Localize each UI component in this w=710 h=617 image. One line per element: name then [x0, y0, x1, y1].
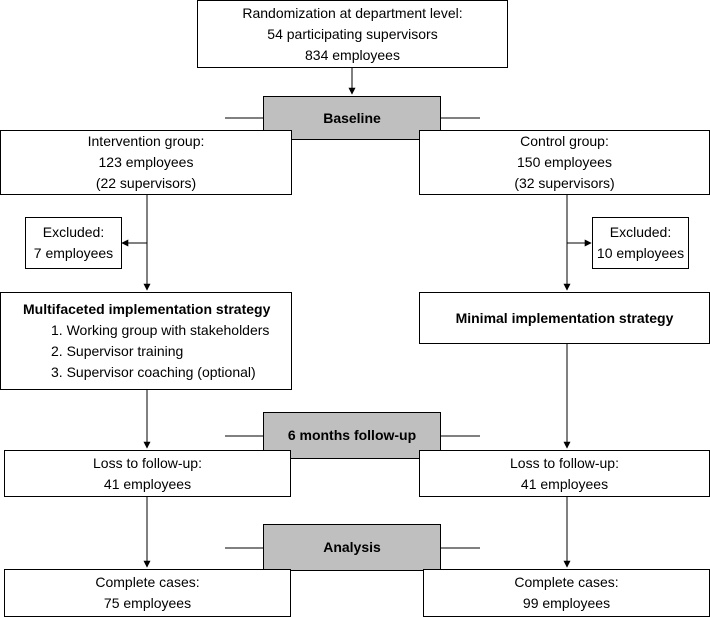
control-group-line: Control group: [520, 133, 609, 149]
intervention-excluded-box: Excluded: 7 employees [25, 217, 122, 269]
strategy-title: Minimal implementation strategy [455, 309, 674, 326]
randomization-line: 54 participating supervisors [267, 25, 438, 42]
strategy-item: 1. Working group with stakeholders [51, 322, 270, 338]
stage-label: Analysis [323, 539, 381, 555]
loss-line: Loss to follow-up: [510, 454, 619, 471]
excluded-line: Excluded: [609, 224, 672, 240]
stage-label: 6 months follow-up [287, 427, 417, 443]
randomization-line: 834 employees [305, 46, 400, 63]
intervention-complete-box: Complete cases: 75 employees [4, 569, 291, 617]
complete-line: Complete cases: [514, 574, 619, 590]
strategy-item: 2. Supervisor training [51, 343, 184, 359]
excluded-line: 10 employees [596, 245, 685, 261]
control-loss-box: Loss to follow-up: 41 employees [419, 450, 710, 497]
stage-baseline: Baseline [263, 96, 441, 140]
control-complete-box: Complete cases: 99 employees [423, 569, 710, 617]
excluded-line: 7 employees [33, 245, 114, 261]
randomization-box: Randomization at department level: 54 pa… [197, 0, 508, 68]
complete-line: 99 employees [522, 595, 611, 611]
intervention-group-line: 123 employees [98, 154, 194, 170]
stage-label: Baseline [323, 109, 381, 126]
control-strategy-box: Minimal implementation strategy [419, 292, 710, 344]
control-excluded-box: Excluded: 10 employees [592, 217, 689, 269]
loss-line: 41 employees [520, 475, 609, 492]
intervention-group-box: Intervention group: 123 employees (22 su… [0, 130, 292, 195]
intervention-group-line: Intervention group: [87, 133, 205, 149]
excluded-line: Excluded: [42, 224, 105, 240]
strategy-title: Multifaceted implementation strategy [23, 301, 271, 317]
strategy-item: 3. Supervisor coaching (optional) [51, 364, 256, 380]
loss-line: Loss to follow-up: [93, 454, 202, 471]
intervention-group-line: (22 supervisors) [95, 175, 197, 191]
stage-analysis: Analysis [263, 524, 441, 571]
intervention-loss-box: Loss to follow-up: 41 employees [4, 450, 291, 497]
stage-followup: 6 months follow-up [263, 412, 441, 459]
complete-line: 75 employees [103, 595, 192, 611]
control-group-line: (32 supervisors) [514, 175, 615, 191]
complete-line: Complete cases: [95, 574, 200, 590]
randomization-line: Randomization at department level: [242, 4, 463, 21]
loss-line: 41 employees [103, 475, 192, 492]
intervention-strategy-box: Multifaceted implementation strategy 1. … [0, 292, 292, 390]
control-group-line: 150 employees [517, 154, 612, 170]
control-group-box: Control group: 150 employees (32 supervi… [419, 130, 710, 195]
